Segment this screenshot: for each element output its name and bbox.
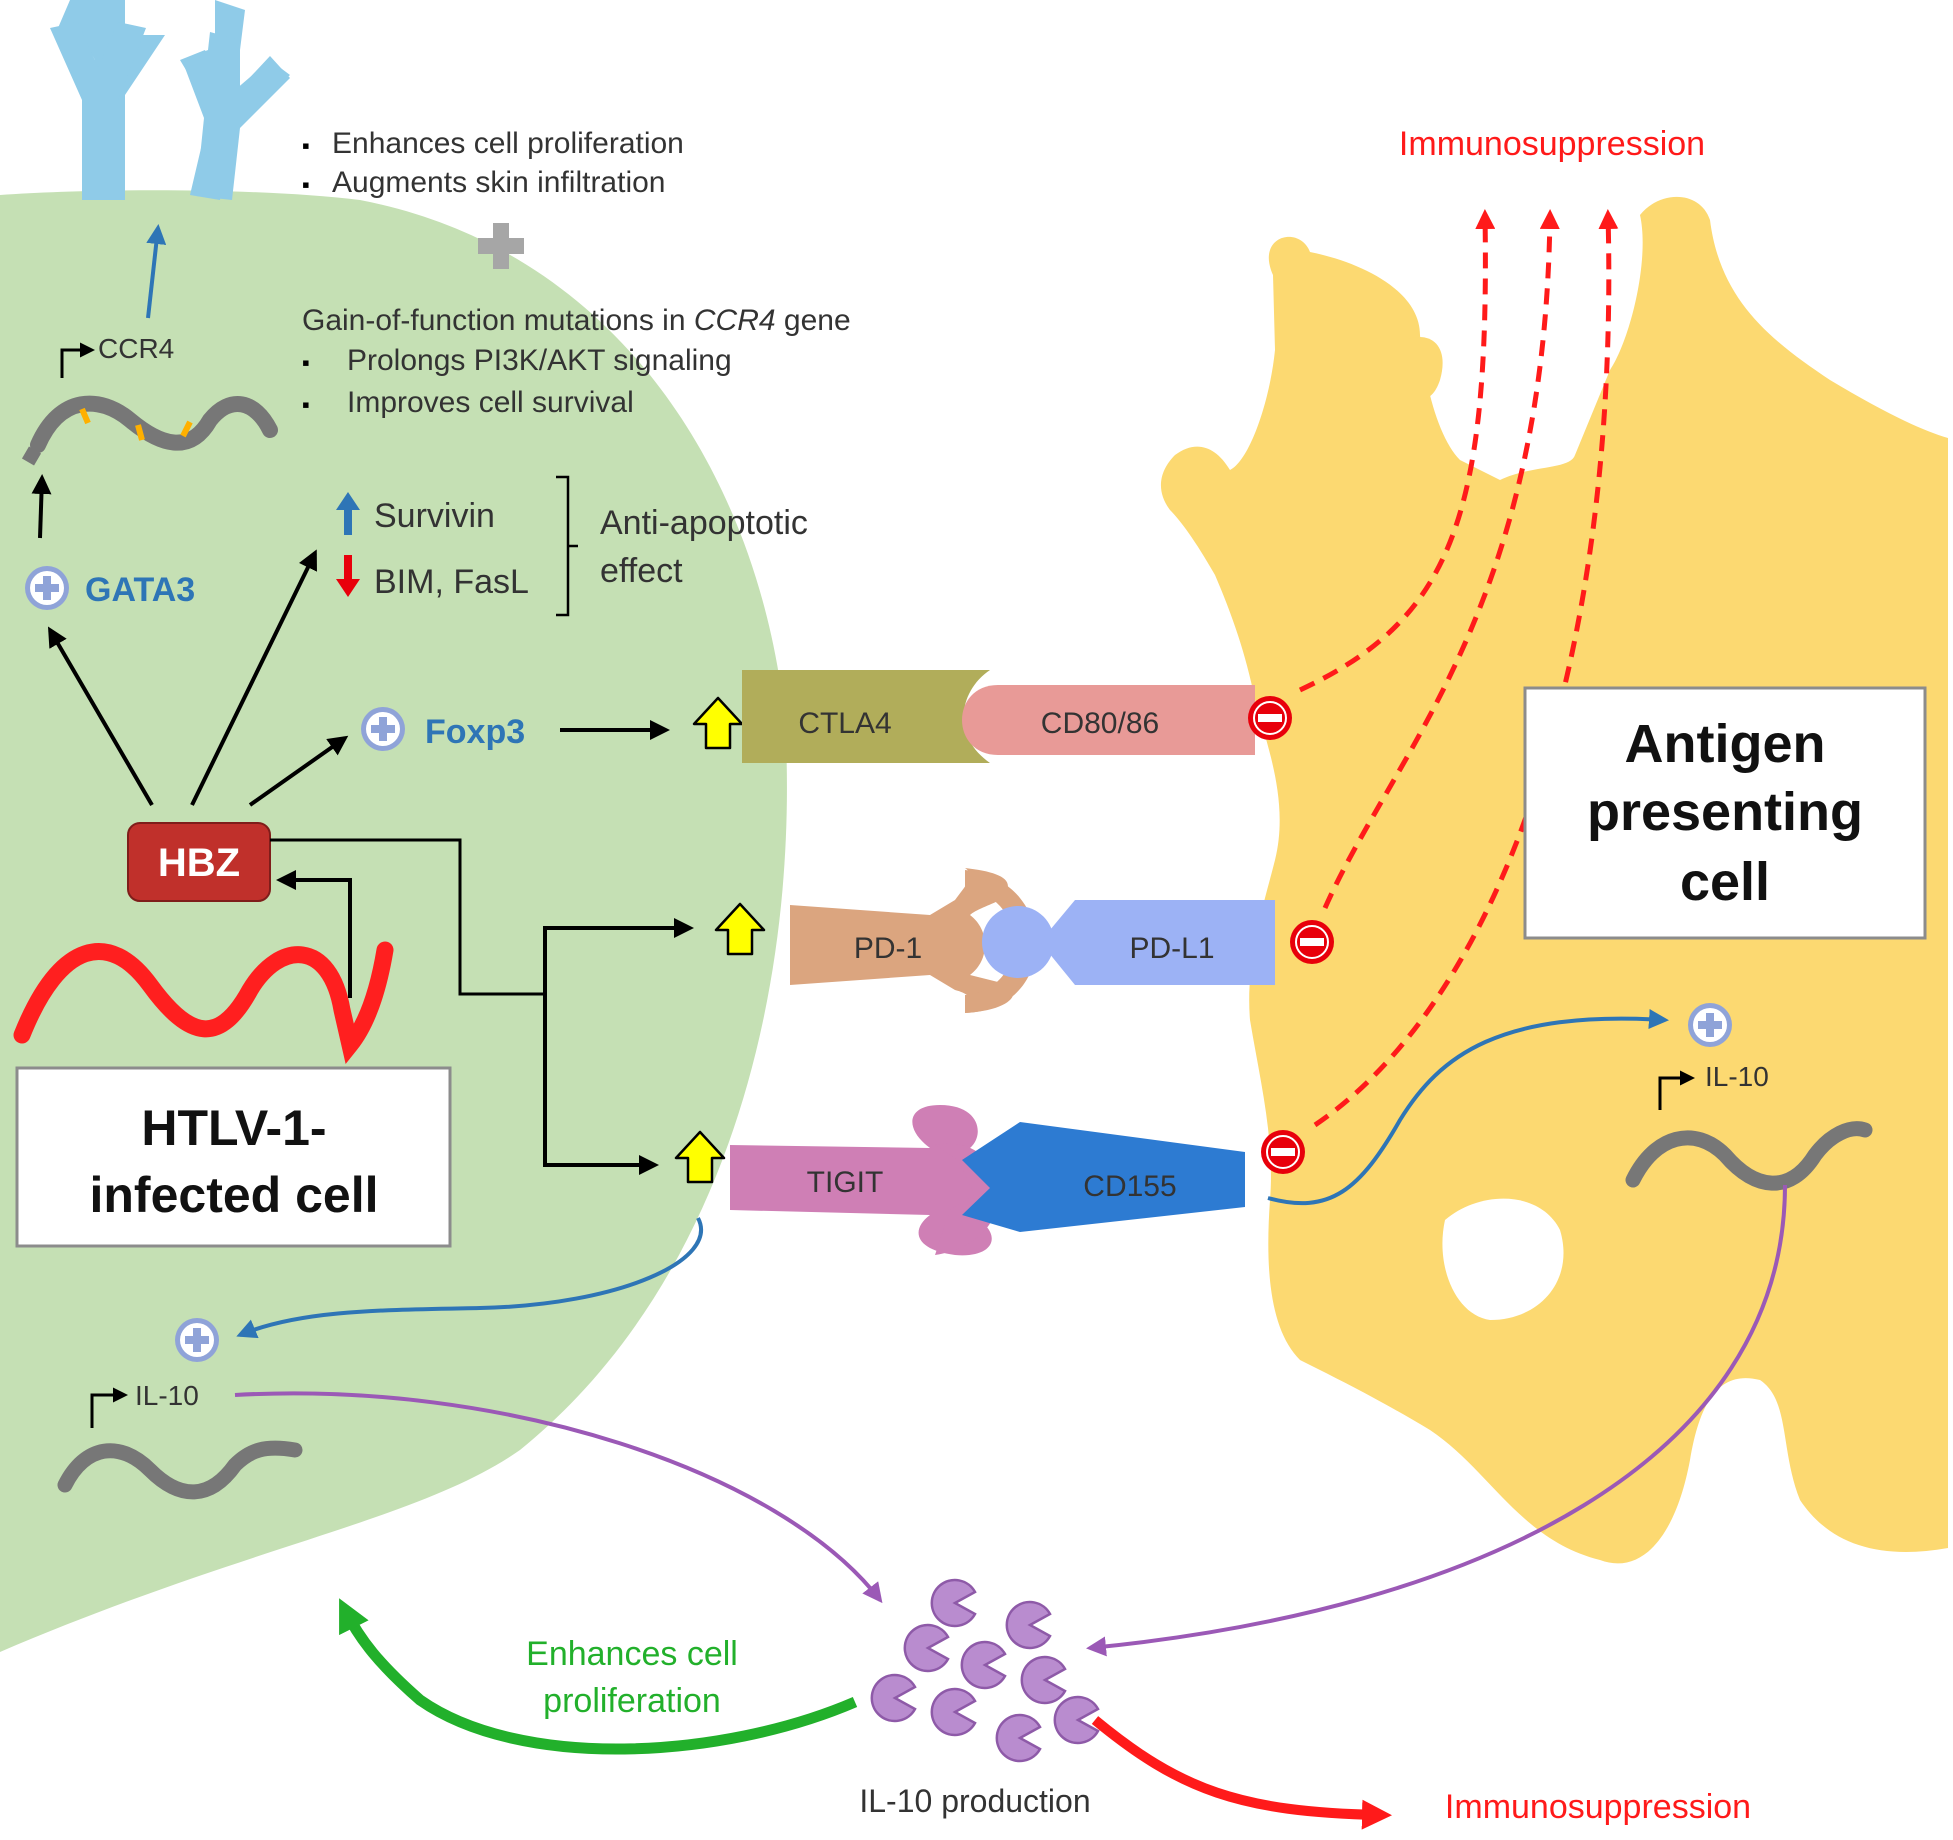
bim-fasl-label: BIM, FasL [374, 563, 529, 601]
il10-particle-icon [1005, 1600, 1052, 1650]
apc-label-line1: Antigen [1625, 714, 1826, 774]
infected-cell-label-line1: HTLV-1- [141, 1100, 326, 1156]
survivin-label: Survivin [374, 497, 495, 535]
gata3-label: GATA3 [85, 571, 195, 609]
plus-icon [25, 566, 69, 610]
pd1-receptor [790, 868, 1014, 1013]
hbz-label: HBZ [158, 841, 240, 885]
receptor-y-icon [182, 32, 290, 200]
il10-particles [870, 1578, 1100, 1763]
dna-wave-icon [57, 1440, 303, 1500]
mutation-mark [79, 407, 91, 425]
dna-wave-icon [30, 395, 278, 453]
hbz-box [127, 822, 271, 902]
dna-wave-icon [1625, 1121, 1873, 1191]
minus-icon [1260, 1129, 1306, 1175]
hbz-rna-wave [13, 941, 394, 1065]
apc-label-line3: cell [1680, 852, 1770, 912]
ccr4-effect-2: Augments skin infiltration [332, 166, 666, 199]
il10-particle-icon [903, 1623, 950, 1673]
apc-hole-2 [1405, 336, 1443, 399]
il10-infected-label: IL-10 [135, 1380, 199, 1411]
infected-cell-label-line2: infected cell [90, 1167, 379, 1223]
anti-apoptotic-line2: effect [600, 552, 683, 590]
il10-particle-icon [1053, 1695, 1100, 1745]
minus-icon [1289, 919, 1335, 965]
pdl1-head [982, 906, 1054, 978]
mutation-mark [180, 420, 193, 438]
il10-production-label: IL-10 production [859, 1783, 1090, 1819]
bullet: ▪ [302, 172, 310, 197]
ctla4-label: CTLA4 [798, 707, 891, 740]
apc-label-line2: presenting [1587, 782, 1863, 842]
plus-icon [175, 1318, 219, 1362]
pdl1-label: PD-L1 [1129, 932, 1214, 965]
infected-cell-body [0, 190, 787, 1652]
il10-apc-label: IL-10 [1705, 1061, 1769, 1092]
il10-particle-icon [930, 1687, 977, 1737]
immunosuppression-top: Immunosuppression [1399, 125, 1705, 163]
bim-down-arrow [336, 555, 360, 597]
pd1-label: PD-1 [854, 932, 922, 965]
apc-label-box [1523, 686, 1927, 940]
il10-particle-icon [930, 1578, 977, 1628]
il10-particle-icon [995, 1713, 1042, 1763]
mutation-effect-1: Prolongs PI3K/AKT signaling [347, 344, 732, 377]
il10-particle-icon [870, 1673, 917, 1723]
cd8086-ligand [962, 685, 1255, 755]
ccr4-effect-1: Enhances cell proliferation [332, 127, 684, 160]
promoter-arrow-icon [60, 342, 95, 378]
bracket [556, 475, 578, 617]
plus-gray-icon [478, 223, 524, 269]
enhances-proliferation-line1: Enhances cell [526, 1635, 738, 1673]
apc-hole-1 [1442, 1198, 1564, 1320]
infected-cell-label-box [15, 1066, 452, 1248]
ctla4-receptor [742, 670, 990, 763]
enhances-proliferation-line2: proliferation [543, 1682, 721, 1720]
mutation-mark [135, 424, 145, 441]
promoter-arrow-icon [1658, 1070, 1695, 1110]
plus-icon [361, 707, 405, 751]
mutation-effect-2: Improves cell survival [347, 386, 634, 419]
cd8086-label: CD80/86 [1041, 707, 1159, 740]
receptor-y-icon [50, 22, 146, 200]
promoter-arrow-icon [90, 1387, 128, 1428]
survivin-up-arrow [336, 492, 360, 535]
bullet: ▪ [302, 392, 310, 417]
immunosuppression-bottom: Immunosuppression [1445, 1788, 1751, 1826]
il10-particle-icon [1020, 1655, 1067, 1705]
bullet: ▪ [302, 133, 310, 158]
tigit-label: TIGIT [807, 1166, 884, 1199]
il10-particle-icon [960, 1640, 1007, 1690]
plus-icon [1688, 1003, 1732, 1047]
bullet: ▪ [302, 350, 310, 375]
anti-apoptotic-line1: Anti-apoptotic [600, 504, 808, 542]
mutations-title: Gain-of-function mutations in CCR4 gene [302, 304, 851, 337]
foxp3-label: Foxp3 [425, 713, 525, 751]
tigit-receptor [730, 1105, 998, 1256]
ccr4-gene-label: CCR4 [98, 333, 174, 364]
cd155-ligand [962, 1122, 1245, 1232]
minus-icon [1247, 695, 1293, 741]
pdl1-ligand [1040, 900, 1275, 985]
cd155-label: CD155 [1083, 1170, 1176, 1203]
